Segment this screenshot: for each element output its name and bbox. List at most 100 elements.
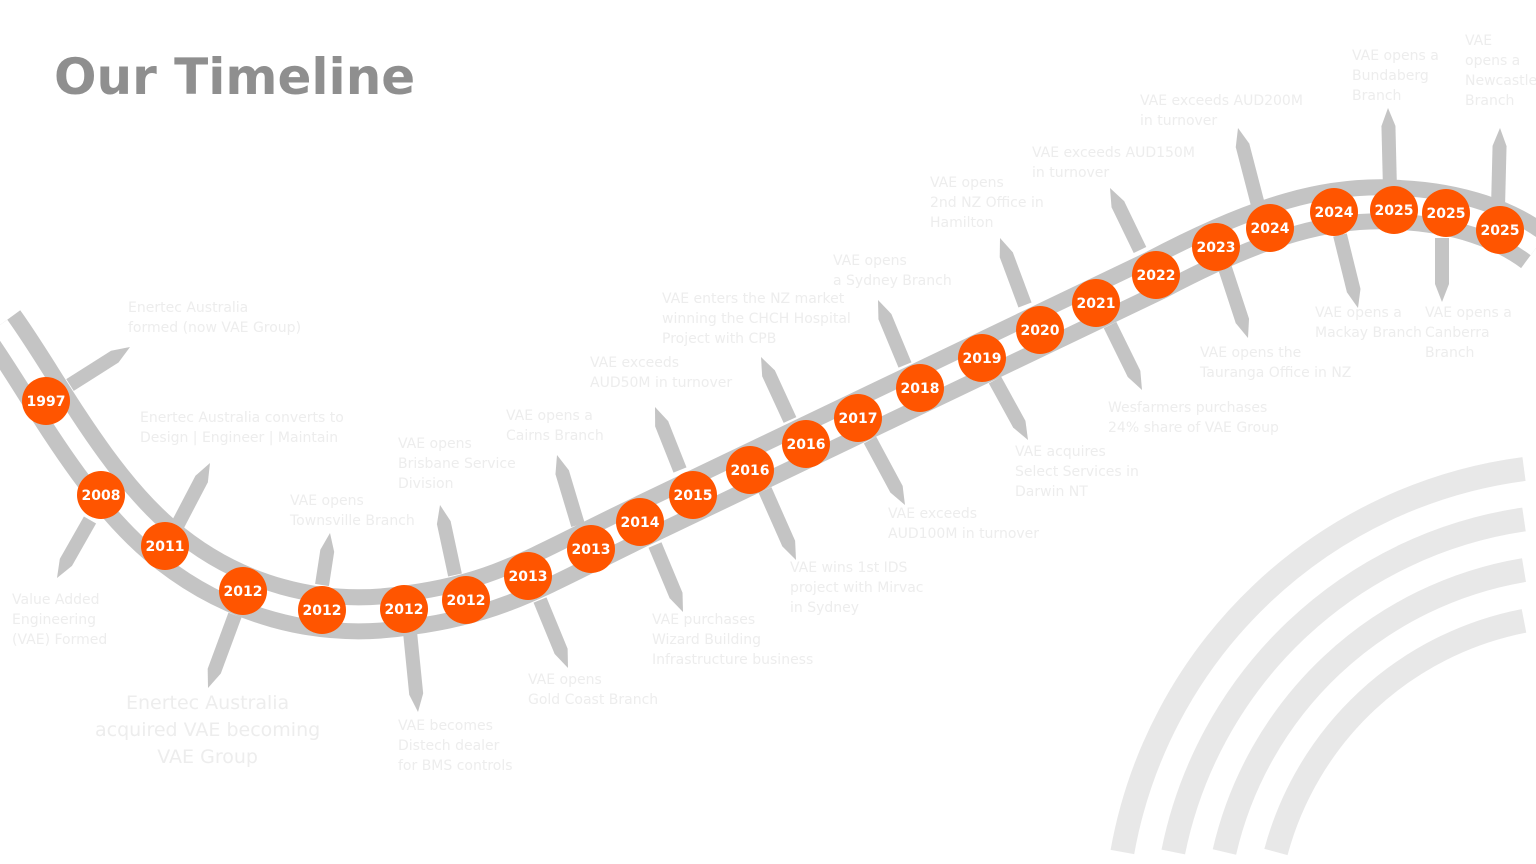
milestone-circle (567, 525, 615, 573)
event-label: Enertec Australia acquired VAE becoming … (95, 692, 321, 768)
milestone-circle (1132, 251, 1180, 299)
timeline-spike (207, 612, 242, 688)
event-label: VAE opens a Newcastle Branch (1465, 33, 1536, 109)
timeline-spike (555, 455, 585, 528)
milestone-2016[interactable]: 2016 (782, 420, 830, 468)
milestone-2020[interactable]: 2020 (1016, 306, 1064, 354)
milestone-circle (141, 522, 189, 570)
event-label: VAE opens a Mackay Branch (1315, 305, 1422, 341)
event-label: VAE exceeds AUD100M in turnover (888, 506, 1040, 542)
milestone-circle (1072, 279, 1120, 327)
background-arc (1161, 507, 1526, 855)
milestone-circle (1422, 189, 1470, 237)
timeline-spike (1381, 108, 1397, 191)
page-title: Our Timeline (54, 48, 416, 106)
milestone-2017[interactable]: 2017 (834, 394, 882, 442)
event-label: Wesfarmers purchases 24% share of VAE Gr… (1108, 400, 1279, 436)
milestone-year: 2012 (447, 593, 486, 609)
timeline-spike (436, 505, 462, 577)
milestone-2011[interactable]: 2011 (141, 522, 189, 570)
milestone-2022[interactable]: 2022 (1132, 251, 1180, 299)
milestone-circle (1246, 204, 1294, 252)
milestone-2024[interactable]: 2024 (1310, 188, 1358, 236)
milestone-year: 2025 (1481, 223, 1520, 239)
milestone-2025[interactable]: 2025 (1422, 189, 1470, 237)
milestone-2013[interactable]: 2013 (567, 525, 615, 573)
milestone-year: 2020 (1021, 323, 1060, 339)
milestone-1997[interactable]: 1997 (22, 377, 70, 425)
event-label: VAE opens Brisbane Service Division (398, 436, 516, 492)
milestone-circle (834, 394, 882, 442)
milestone-year: 2023 (1197, 240, 1236, 256)
milestone-2024[interactable]: 2024 (1246, 204, 1294, 252)
milestone-2015[interactable]: 2015 (669, 471, 717, 519)
timeline-spike (1103, 321, 1142, 390)
timeline-spike (403, 631, 424, 712)
milestone-year: 2012 (303, 603, 342, 619)
timeline-spike (999, 238, 1032, 308)
background-arc (1212, 558, 1526, 855)
event-label: Enertec Australia converts to Design | E… (140, 410, 344, 446)
milestone-year: 2012 (385, 602, 424, 618)
background-arcs (1110, 457, 1527, 856)
milestone-year: 2014 (621, 515, 660, 531)
timeline-spike (1110, 188, 1147, 254)
milestone-year: 2018 (901, 381, 940, 397)
milestone-2012[interactable]: 2012 (380, 585, 428, 633)
event-label: VAE exceeds AUD150M in turnover (1032, 145, 1195, 181)
milestone-circle (1310, 188, 1358, 236)
milestone-2016[interactable]: 2016 (726, 446, 774, 494)
milestone-circle (896, 364, 944, 412)
timeline-spike (1333, 233, 1361, 308)
milestone-circle (442, 576, 490, 624)
event-label: VAE opens Gold Coast Branch (528, 672, 659, 708)
milestone-circle (1476, 206, 1524, 254)
timeline-spike (655, 407, 687, 473)
timeline-spikes (57, 108, 1507, 712)
milestone-year: 2013 (572, 542, 611, 558)
milestone-year: 2025 (1375, 203, 1414, 219)
milestone-2008[interactable]: 2008 (77, 471, 125, 519)
milestone-circle (726, 446, 774, 494)
milestone-circle (616, 498, 664, 546)
event-label: VAE opens a Bundaberg Branch (1352, 48, 1439, 104)
milestone-2021[interactable]: 2021 (1072, 279, 1120, 327)
timeline-spike (863, 436, 905, 505)
timeline-spike (988, 376, 1028, 440)
event-label: VAE exceeds AUD200M in turnover (1140, 93, 1303, 129)
milestone-2018[interactable]: 2018 (896, 364, 944, 412)
milestone-circle (298, 586, 346, 634)
event-label: Value Added Engineering (VAE) Formed (12, 592, 108, 648)
milestone-year: 2015 (674, 488, 713, 504)
timeline-spike (878, 300, 912, 368)
milestone-circle (380, 585, 428, 633)
milestone-2023[interactable]: 2023 (1192, 223, 1240, 271)
milestone-2012[interactable]: 2012 (219, 567, 267, 615)
milestone-circle (1016, 306, 1064, 354)
event-label: VAE exceeds AUD50M in turnover (590, 355, 733, 391)
milestone-year: 2017 (839, 411, 878, 427)
timeline-spike (168, 463, 210, 534)
milestone-2012[interactable]: 2012 (298, 586, 346, 634)
milestone-circle (1370, 186, 1418, 234)
milestone-2019[interactable]: 2019 (958, 334, 1006, 382)
milestone-year: 2025 (1427, 206, 1466, 222)
timeline-spike (1218, 265, 1250, 338)
event-label: VAE enters the NZ market winning the CHC… (662, 291, 851, 347)
milestone-circle (219, 567, 267, 615)
milestone-circle (504, 552, 552, 600)
milestone-2014[interactable]: 2014 (616, 498, 664, 546)
milestone-2013[interactable]: 2013 (504, 552, 552, 600)
timeline-spike (1491, 128, 1507, 209)
event-label: VAE opens Townsville Branch (290, 493, 415, 529)
milestone-circle (77, 471, 125, 519)
milestone-year: 1997 (27, 394, 66, 410)
milestone-2012[interactable]: 2012 (442, 576, 490, 624)
milestone-2025[interactable]: 2025 (1370, 186, 1418, 234)
milestone-year: 2012 (224, 584, 263, 600)
milestone-nodes: 1997 2008 2011 2012 2012 2012 2012 2013 2013 2014… (22, 186, 1524, 634)
timeline-spike (66, 347, 130, 391)
milestone-2025[interactable]: 2025 (1476, 206, 1524, 254)
milestone-circle (22, 377, 70, 425)
milestone-circle (669, 471, 717, 519)
